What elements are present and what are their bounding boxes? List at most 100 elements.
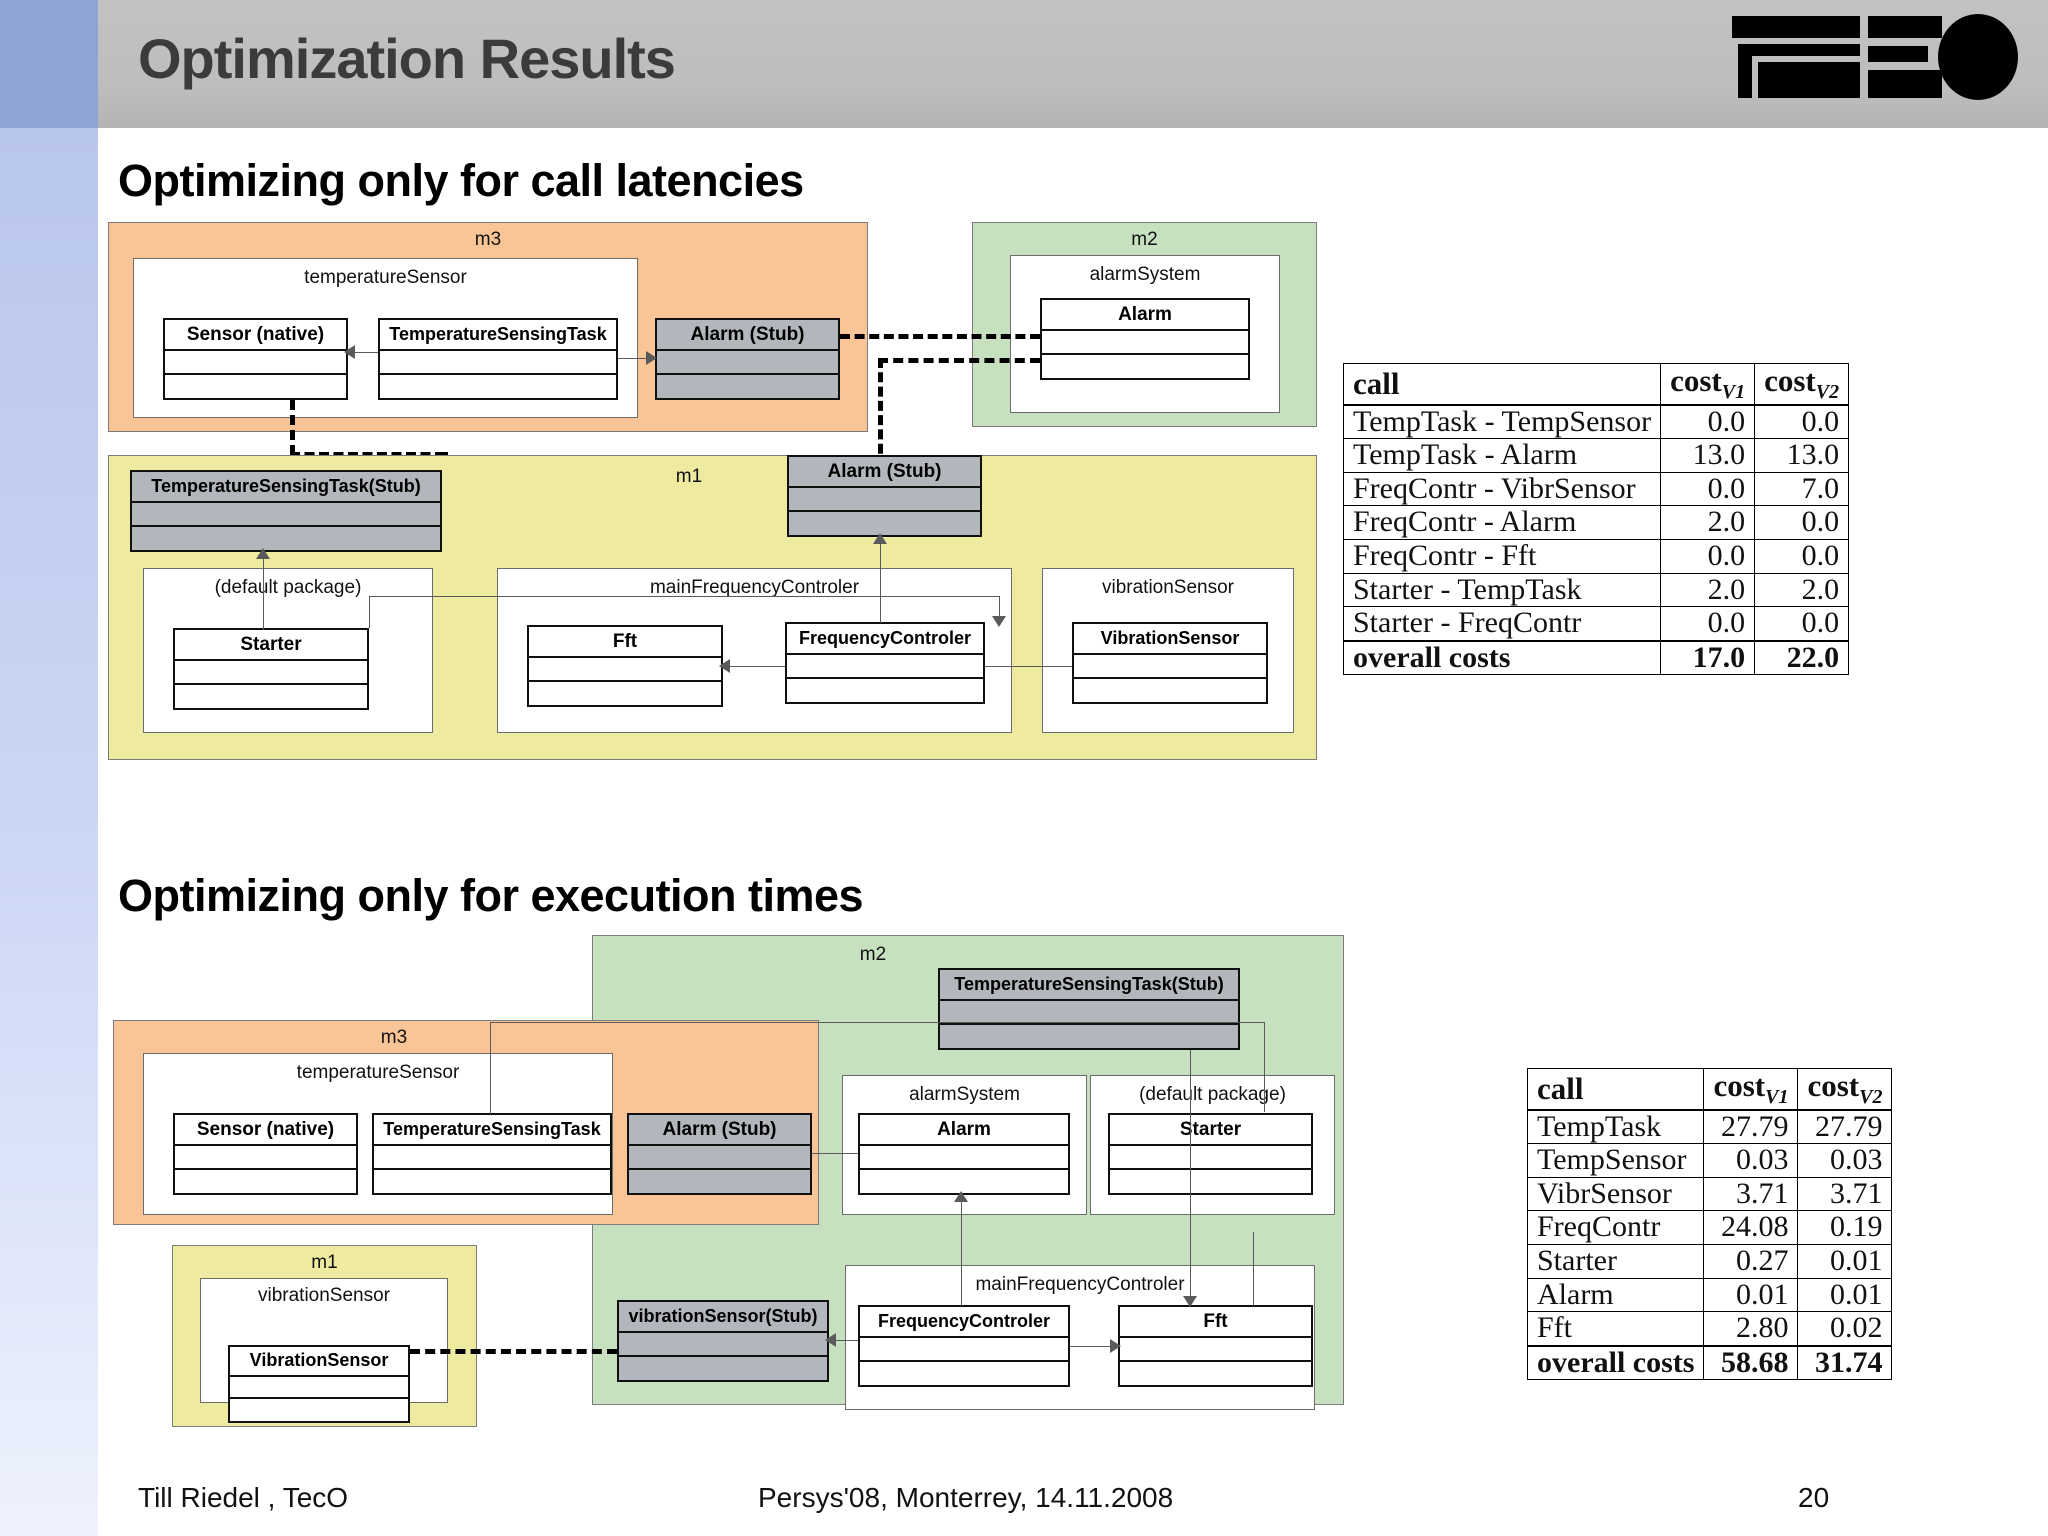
class-frequencycontroler-d1: FrequencyControler <box>785 622 985 704</box>
package-m3-label: m3 <box>380 1027 408 1048</box>
footer-venue: Persys'08, Monterrey, 14.11.2008 <box>758 1482 1174 1513</box>
class-vibrationsensor-d1: VibrationSensor <box>1072 622 1268 704</box>
class-op-compartment <box>1042 355 1248 378</box>
assoc-arrow <box>646 351 657 365</box>
class-op-compartment <box>1120 1362 1311 1385</box>
col-header-call: call <box>1342 362 1662 406</box>
class-attr-compartment <box>940 1001 1238 1025</box>
slide-footer: Till Riedel , TecO Persys'08, Monterrey,… <box>98 1466 2048 1536</box>
table-total-row: overall costs 58.68 31.74 <box>1526 1344 1893 1381</box>
class-title: Sensor (native) <box>165 320 346 352</box>
class-op-compartment <box>629 1170 810 1193</box>
class-attr-compartment <box>1074 655 1266 679</box>
subpackage-vibrationsensor-label: vibrationSensor <box>257 1285 391 1306</box>
package-m1-label: m1 <box>311 1252 338 1273</box>
class-attr-compartment <box>787 655 983 679</box>
class-op-compartment <box>374 1170 610 1193</box>
class-title: Starter <box>175 630 367 662</box>
table-row: Starter - FreqContr 0.0 0.0 <box>1342 606 1850 642</box>
class-temperaturesensingtask-d2: TemperatureSensingTask <box>372 1113 612 1195</box>
class-title: Alarm (Stub) <box>657 320 838 352</box>
table-row: Alarm 0.01 0.01 <box>1526 1277 1893 1313</box>
assoc-line <box>618 358 655 359</box>
class-frequencycontroler-d2: FrequencyControler <box>858 1305 1070 1387</box>
dashed-link-alarmstub-m1-to-alarm <box>878 358 1040 363</box>
class-attr-compartment <box>1042 331 1248 355</box>
page-title: Optimization Results <box>138 27 676 90</box>
class-title: Starter <box>1110 1115 1311 1147</box>
class-alarm-stub-m3-d2: Alarm (Stub) <box>627 1113 812 1195</box>
assoc-temptask-horizontal <box>490 1022 1265 1023</box>
class-op-compartment <box>175 685 367 708</box>
subpackage-mainfrequencycontroler-label: mainFrequencyControler <box>975 1274 1185 1295</box>
class-attr-compartment <box>789 488 980 512</box>
table-row: FreqContr - VibrSensor 0.0 7.0 <box>1342 471 1850 507</box>
subpackage-mainfrequencycontroler-label: mainFrequencyControler <box>649 577 860 598</box>
class-vibrationsensor-d2: VibrationSensor <box>228 1345 410 1423</box>
class-fft-d1: Fft <box>527 625 723 707</box>
class-title: FrequencyControler <box>787 624 983 656</box>
class-title: TemperatureSensingTask(Stub) <box>132 472 440 504</box>
class-attr-compartment <box>1110 1146 1311 1170</box>
package-m2-label: m2 <box>1131 229 1158 250</box>
class-attr-compartment <box>657 351 838 375</box>
class-attr-compartment <box>619 1333 827 1357</box>
class-alarm-stub-m3-d1: Alarm (Stub) <box>655 318 840 400</box>
class-title: Alarm (Stub) <box>629 1115 810 1147</box>
class-title: VibrationSensor <box>230 1347 408 1377</box>
subpackage-alarmsystem-label: alarmSystem <box>1089 264 1201 285</box>
col-header-cost-v2: costV2 <box>1754 362 1850 406</box>
class-title: Alarm (Stub) <box>789 457 980 489</box>
assoc-arrow <box>992 616 1006 627</box>
table-execution-time-costs: call costV1 costV2 TempTask 27.79 27.79 … <box>1526 1067 1893 1381</box>
class-attr-compartment <box>380 351 616 375</box>
dashed-link-alarmstub-to-alarm <box>840 334 1040 339</box>
subpackage-vibrationsensor-label: vibrationSensor <box>1101 577 1235 598</box>
class-alarm-stub-m1-d1: Alarm (Stub) <box>787 455 982 537</box>
dep-freqcontroler-to-alarm <box>961 1195 962 1305</box>
class-temperaturesensingtask-stub-m2-d2: TemperatureSensingTask(Stub) <box>938 968 1240 1050</box>
table-call-latency-costs: call costV1 costV2 TempTask - TempSensor… <box>1342 362 1850 676</box>
dep-arrow <box>873 533 887 544</box>
dep-starter-to-temptaskstub <box>263 552 264 630</box>
assoc-freqcontroler-to-fft <box>1070 1346 1118 1347</box>
class-temperaturesensingtask-stub-m1-d1: TemperatureSensingTask(Stub) <box>130 470 442 552</box>
table-row: TempSensor 0.03 0.03 <box>1526 1143 1893 1178</box>
left-band-top-block <box>0 0 98 128</box>
assoc-starter-vertical <box>369 596 370 628</box>
class-op-compartment <box>619 1357 827 1380</box>
subpackage-default-package-label: (default package) <box>1139 1084 1286 1105</box>
table-row: Starter - TempTask 2.0 2.0 <box>1342 572 1850 608</box>
class-attr-compartment <box>230 1377 408 1399</box>
table-header-row: call costV1 costV2 <box>1342 362 1850 406</box>
section-title-execution-times: Optimizing only for execution times <box>118 870 864 921</box>
subpackage-temperaturesensor-label: temperatureSensor <box>296 1062 460 1083</box>
class-title: Alarm <box>860 1115 1068 1147</box>
class-alarm-m2-d1: Alarm <box>1040 298 1250 380</box>
class-title: Fft <box>1120 1307 1311 1339</box>
class-op-compartment <box>860 1362 1068 1385</box>
table-header-row: call costV1 costV2 <box>1526 1067 1893 1111</box>
class-op-compartment <box>165 375 346 398</box>
col-header-cost-v1: costV1 <box>1703 1067 1799 1111</box>
dep-freqcontroler-to-alarmstub <box>880 537 881 623</box>
class-op-compartment <box>657 375 838 398</box>
package-m3-label: m3 <box>474 229 502 250</box>
left-decorative-band <box>0 0 98 1536</box>
dashed-link-horizontal-left <box>290 452 445 457</box>
dashed-link-vibrationsensor-to-stub <box>410 1349 617 1354</box>
class-op-compartment <box>787 679 983 702</box>
subpackage-temperaturesensor-label: temperatureSensor <box>304 267 467 288</box>
assoc-alarmstub-to-alarm <box>812 1153 858 1154</box>
assoc-freqcontroler-to-fft <box>723 666 785 667</box>
assoc-starter-to-freqcontroler <box>369 596 999 597</box>
class-attr-compartment <box>165 351 346 375</box>
footer-page-number: 20 <box>1798 1482 1830 1513</box>
table-row: FreqContr 24.08 0.19 <box>1526 1210 1893 1245</box>
class-title: vibrationSensor(Stub) <box>619 1302 827 1334</box>
table-row: Fft 2.80 0.02 <box>1526 1311 1893 1347</box>
table-row: VibrSensor 3.71 3.71 <box>1526 1176 1893 1212</box>
class-op-compartment <box>940 1025 1238 1048</box>
teco-logo <box>1730 12 2020 102</box>
slide-header: Optimization Results <box>98 0 2048 128</box>
